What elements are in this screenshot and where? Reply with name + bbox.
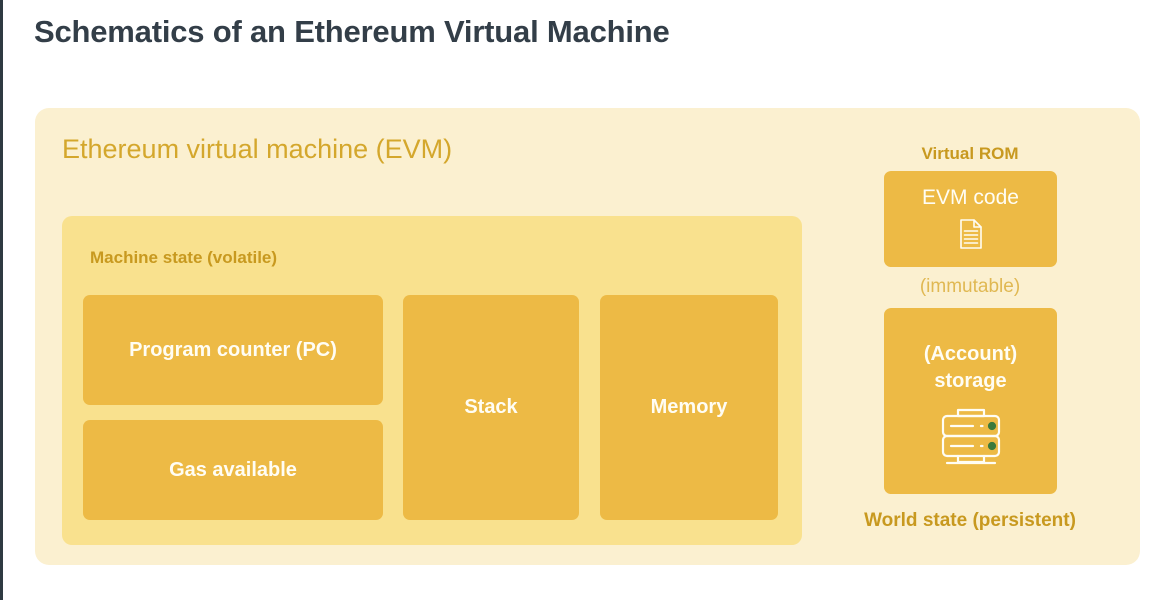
server-rack-icon	[936, 407, 1006, 477]
tile-account-storage: (Account) storage	[884, 308, 1057, 494]
tile-memory: Memory	[600, 295, 778, 520]
machine-state-heading: Machine state (volatile)	[90, 248, 278, 267]
evm-panel: Ethereum virtual machine (EVM) Machine s…	[35, 108, 1140, 565]
tile-program-counter-label: Program counter (PC)	[129, 338, 337, 361]
tile-memory-label: Memory	[650, 396, 728, 418]
document-icon	[958, 218, 984, 256]
tile-program-counter: Program counter (PC)	[83, 295, 383, 405]
tile-stack: Stack	[403, 295, 579, 520]
virtual-rom-label: Virtual ROM	[921, 144, 1019, 163]
tile-stack-label: Stack	[464, 396, 518, 418]
left-edge-rule	[0, 0, 3, 600]
immutable-note: (immutable)	[919, 276, 1021, 297]
tile-gas-available: Gas available	[83, 420, 383, 520]
tile-evm-code: EVM code	[884, 171, 1057, 267]
tile-evm-code-label: EVM code	[922, 186, 1019, 209]
evm-panel-heading: Ethereum virtual machine (EVM)	[62, 134, 453, 164]
world-state-label: World state (persistent)	[864, 510, 1076, 531]
tile-gas-available-label: Gas available	[169, 458, 297, 481]
page-title: Schematics of an Ethereum Virtual Machin…	[34, 14, 670, 49]
tile-account-storage-label: (Account) storage	[923, 343, 1018, 392]
